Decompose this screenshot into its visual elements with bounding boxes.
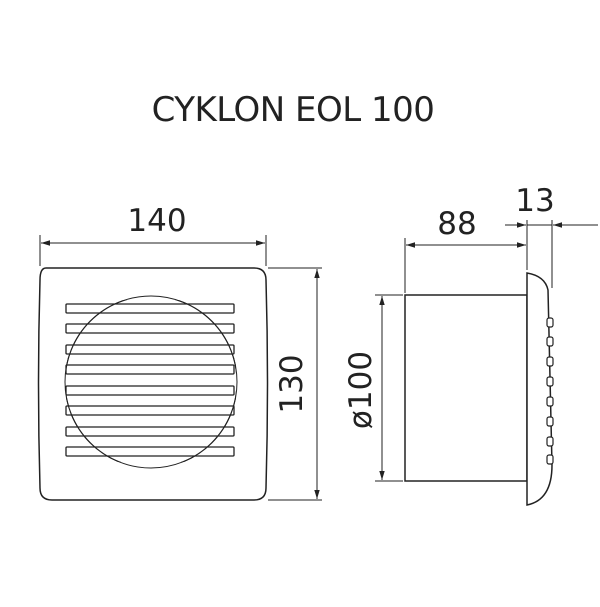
fan-opening-circle bbox=[64, 295, 238, 469]
depth-dimension: 88 bbox=[404, 206, 528, 293]
duct-body bbox=[404, 294, 528, 482]
diameter-label: ø100 bbox=[343, 351, 379, 429]
front-panel bbox=[37, 267, 269, 501]
depth-label: 88 bbox=[437, 206, 476, 242]
height-label: 130 bbox=[274, 354, 310, 413]
width-dimension: 140 bbox=[39, 203, 267, 266]
grille-depth-label: 13 bbox=[515, 183, 554, 219]
grille-depth-dimension: 13 bbox=[505, 183, 598, 288]
grille-profile bbox=[526, 272, 553, 506]
drawing-title: CYKLON EOL 100 bbox=[152, 90, 435, 130]
louver-grille bbox=[65, 303, 235, 457]
diameter-dimension: ø100 bbox=[343, 294, 403, 482]
grille-louver-ribs bbox=[546, 317, 554, 465]
width-label: 140 bbox=[127, 203, 186, 239]
front-view bbox=[37, 267, 269, 501]
height-dimension: 130 bbox=[268, 267, 322, 501]
side-view bbox=[404, 272, 554, 506]
